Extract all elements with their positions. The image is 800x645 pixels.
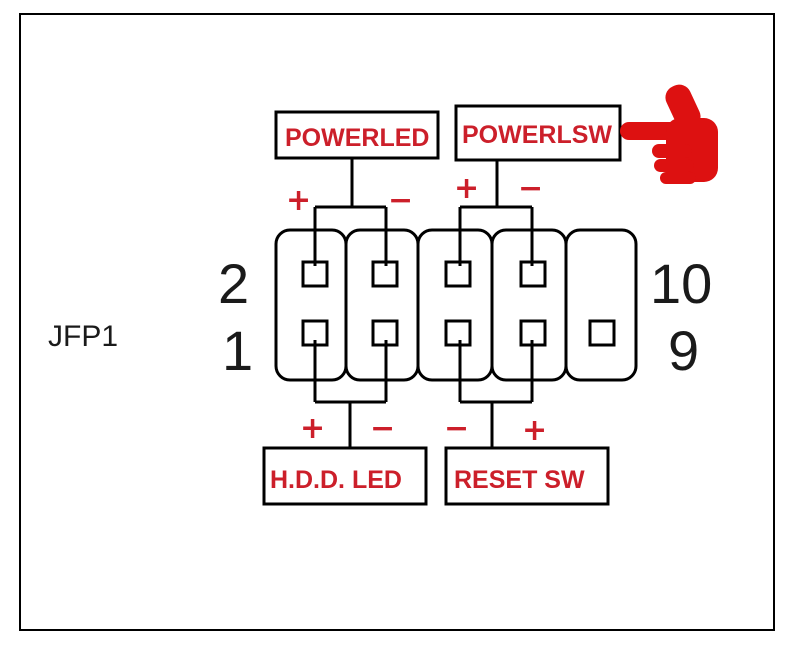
pin-pair-3-4 xyxy=(344,228,420,382)
hdd-led-plus-sign: + xyxy=(300,411,325,446)
pointing-hand-icon xyxy=(620,84,718,184)
power-sw-label-text: POWERLSW xyxy=(462,121,612,149)
pin-number-1: 1 xyxy=(222,319,253,382)
power-led-plus-sign: + xyxy=(286,183,311,218)
hdd-led-label: H.D.D. LED xyxy=(262,446,428,506)
pin-number-9: 9 xyxy=(668,319,699,382)
reset-sw-label: RESET SW xyxy=(444,446,610,506)
reset-sw-minus-sign: − xyxy=(444,411,469,446)
hdd-led-wire xyxy=(313,340,388,448)
hdd-led-label-text: H.D.D. LED xyxy=(270,466,402,494)
power-led-label-text: POWERLED xyxy=(285,124,429,152)
pin-6 xyxy=(444,260,472,288)
power-led-wire xyxy=(313,158,388,266)
power-led-minus-sign: − xyxy=(388,183,413,218)
reset-sw-plus-sign: + xyxy=(522,413,547,448)
pin-pair-9-10 xyxy=(564,228,638,382)
pin-pair-5-6 xyxy=(416,228,494,382)
pin-pair-7-8 xyxy=(490,228,568,382)
pin-number-10: 10 xyxy=(650,252,712,315)
pin-number-2: 2 xyxy=(218,252,249,315)
pin-5 xyxy=(444,319,472,347)
power-sw-plus-sign: + xyxy=(454,171,479,206)
reset-sw-label-text: RESET SW xyxy=(454,466,585,494)
reset-sw-wire xyxy=(458,340,534,448)
pin-pair-1-2 xyxy=(274,228,348,382)
power-led-label: POWERLED xyxy=(274,110,440,160)
hdd-led-minus-sign: − xyxy=(370,411,395,446)
power-sw-wire xyxy=(458,160,534,266)
power-sw-label: POWERLSW xyxy=(454,104,622,162)
pin-header xyxy=(274,228,638,382)
wiring xyxy=(313,158,534,448)
header-name: JFP1 xyxy=(48,320,118,353)
pin-9 xyxy=(588,319,616,347)
power-sw-minus-sign: − xyxy=(518,171,543,206)
